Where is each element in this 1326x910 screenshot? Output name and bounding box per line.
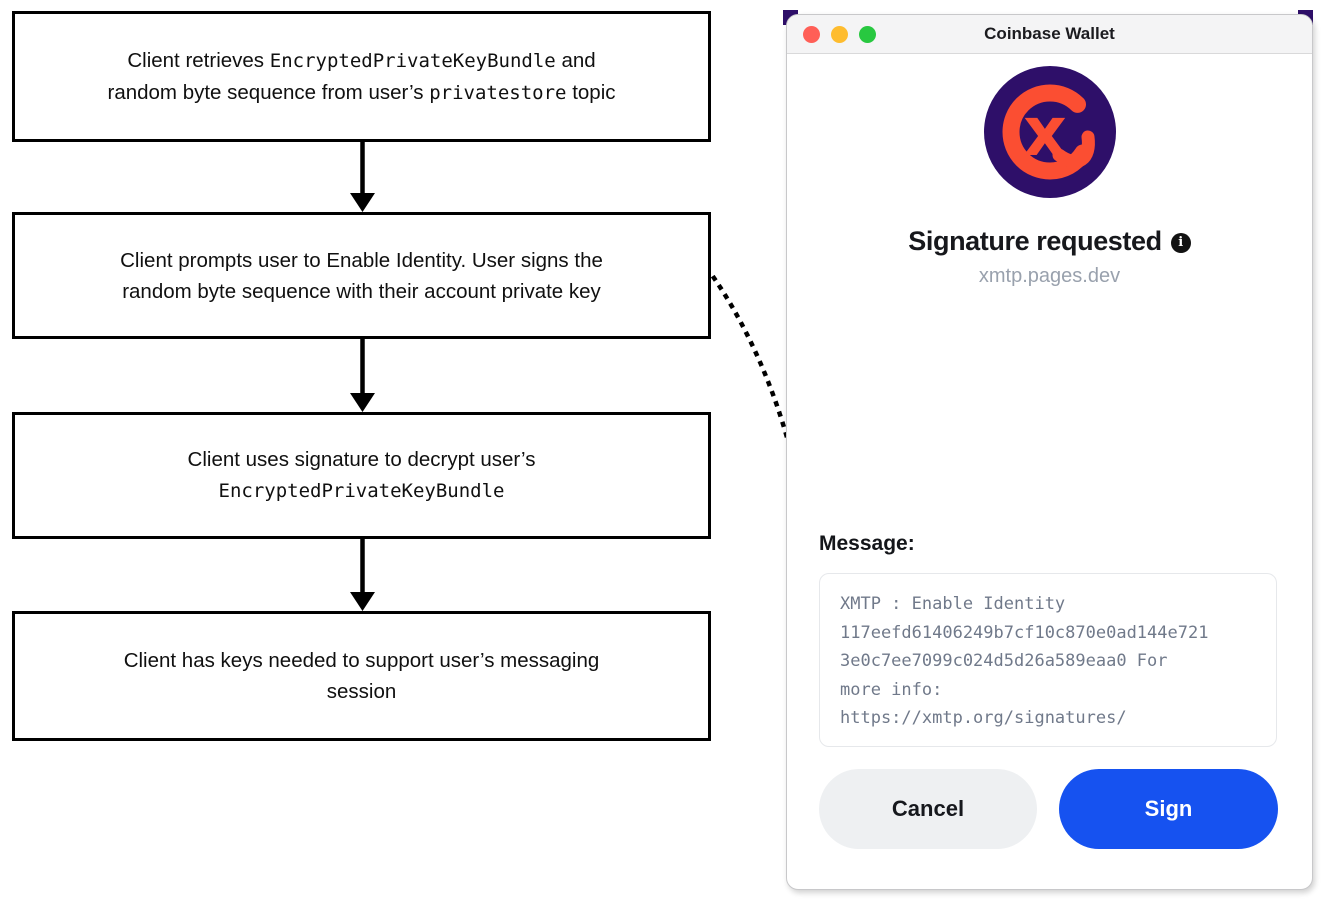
arrow-step3-to-step4 [350, 539, 375, 611]
cancel-button[interactable]: Cancel [819, 769, 1037, 849]
signature-message-box: XMTP : Enable Identity 117eefd61406249b7… [819, 573, 1277, 747]
requesting-domain: xmtp.pages.dev [978, 265, 1121, 287]
coinbase-wallet-window: Coinbase Wallet x Signature requested i … [786, 14, 1313, 890]
traffic-lights [803, 25, 876, 43]
arrow-step1-to-step2 [350, 142, 375, 212]
signature-requested-heading: Signature requested [908, 226, 1162, 256]
dialog-buttons: Cancel Sign [819, 769, 1278, 849]
xmtp-logo-icon: x [787, 65, 1312, 199]
message-label: Message: [819, 532, 915, 555]
zoom-button[interactable] [859, 25, 876, 43]
minimize-button[interactable] [831, 25, 848, 43]
info-icon[interactable]: i [1170, 233, 1191, 253]
arrow-step2-to-step3 [350, 339, 375, 412]
flow-step-enable-identity: Client prompts user to Enable Identity. … [12, 212, 711, 339]
flow-step-retrieve-bundle: Client retrieves EncryptedPrivateKeyBund… [12, 11, 711, 142]
window-titlebar: Coinbase Wallet [787, 15, 1312, 54]
window-title: Coinbase Wallet [984, 24, 1115, 43]
close-button[interactable] [803, 25, 820, 43]
flow-step-session-ready: Client has keys needed to support user’s… [12, 611, 711, 741]
sign-button[interactable]: Sign [1059, 769, 1278, 849]
